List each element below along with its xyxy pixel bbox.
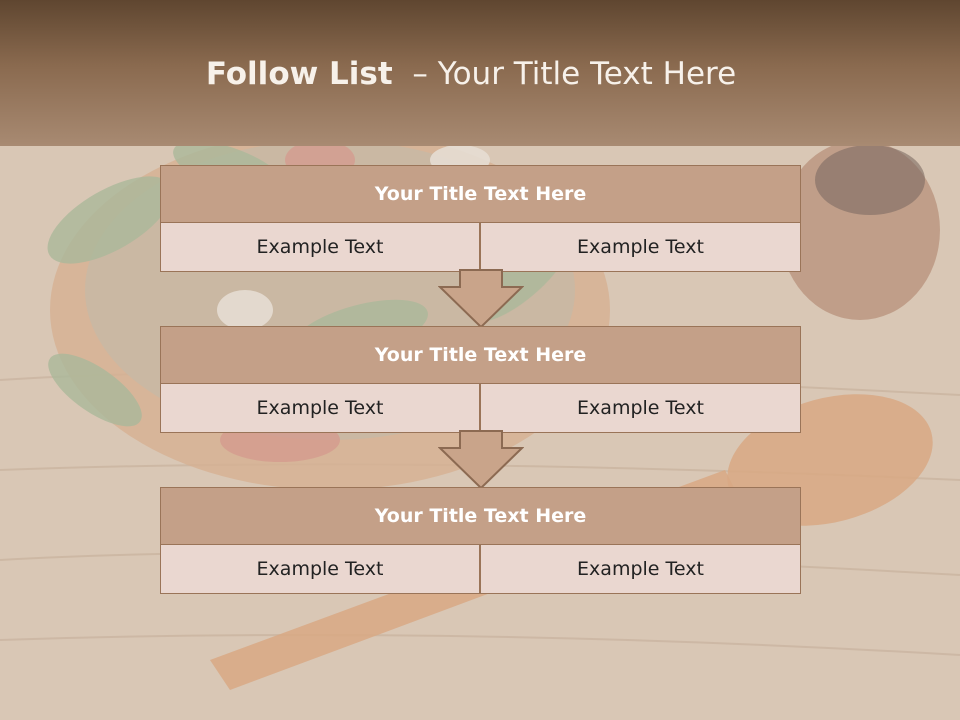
down-arrow-icon: [438, 430, 524, 490]
title-subtitle: – Your Title Text Here: [392, 56, 737, 92]
title-bold: Follow List: [205, 56, 393, 92]
step-cell-left: Example Text: [160, 383, 480, 433]
step-title: Your Title Text Here: [160, 326, 801, 384]
step-cell-right: Example Text: [480, 544, 801, 594]
step-block-2: Your Title Text Here Example Text Exampl…: [160, 326, 801, 433]
step-block-3: Your Title Text Here Example Text Exampl…: [160, 487, 801, 594]
step-cell-right: Example Text: [480, 222, 801, 272]
step-cell-right: Example Text: [480, 383, 801, 433]
down-arrow-icon: [438, 269, 524, 329]
step-title: Your Title Text Here: [160, 165, 801, 223]
page-title: Follow List – Your Title Text Here: [0, 56, 942, 92]
step-cell-left: Example Text: [160, 222, 480, 272]
header-bar: [0, 0, 960, 146]
step-title: Your Title Text Here: [160, 487, 801, 545]
step-block-1: Your Title Text Here Example Text Exampl…: [160, 165, 801, 272]
step-cell-left: Example Text: [160, 544, 480, 594]
